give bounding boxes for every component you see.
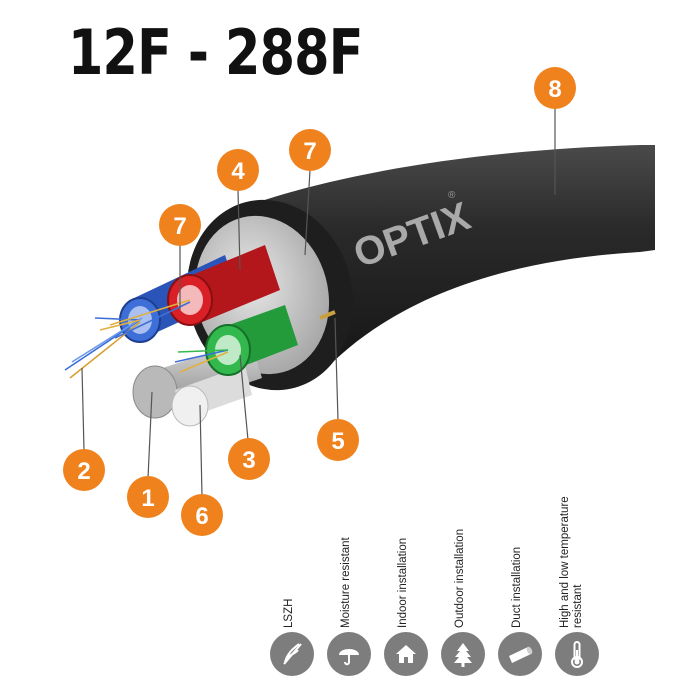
callout-badge: 2 bbox=[63, 449, 105, 491]
pipe-icon bbox=[498, 632, 542, 676]
umbrella-icon bbox=[327, 632, 371, 676]
ripcord bbox=[319, 310, 336, 320]
filler-rod bbox=[171, 365, 252, 427]
thermometer-icon bbox=[555, 632, 599, 676]
callout-badge: 7 bbox=[289, 129, 331, 171]
callout-number: 7 bbox=[173, 213, 186, 240]
brand-mark: ® bbox=[448, 190, 456, 201]
page-title: 12F - 288F bbox=[68, 16, 363, 89]
callout-number: 6 bbox=[195, 503, 208, 530]
feature-label-outdoor: Outdoor installation bbox=[454, 528, 466, 628]
callout-badge: 7 bbox=[159, 204, 201, 246]
callout-badge: 5 bbox=[317, 419, 359, 461]
callout-badge: 8 bbox=[534, 67, 576, 109]
callout-badge: 6 bbox=[181, 494, 223, 536]
callout-badge: 4 bbox=[217, 149, 259, 191]
no-halogen-icon bbox=[270, 632, 314, 676]
feature-label-temperature: High and low temperature resistant bbox=[559, 496, 584, 628]
callout-badge: 3 bbox=[228, 438, 270, 480]
callout-badge: 1 bbox=[127, 476, 169, 518]
callout-number: 2 bbox=[77, 458, 90, 485]
callout-number: 5 bbox=[331, 428, 344, 455]
tree-icon bbox=[441, 632, 485, 676]
callout-number: 3 bbox=[242, 447, 255, 474]
callout-number: 1 bbox=[141, 485, 154, 512]
feature-label-moisture: Moisture resistant bbox=[340, 537, 352, 628]
callout-number: 4 bbox=[231, 158, 245, 185]
leader-lines bbox=[81, 108, 556, 496]
feature-label-duct: Duct installation bbox=[511, 546, 523, 628]
house-icon bbox=[384, 632, 428, 676]
feature-label-lszh: LSZH bbox=[283, 598, 295, 628]
callout-number: 7 bbox=[303, 138, 316, 165]
callout-number: 8 bbox=[548, 76, 561, 103]
feature-label-indoor: Indoor installation bbox=[397, 537, 409, 628]
